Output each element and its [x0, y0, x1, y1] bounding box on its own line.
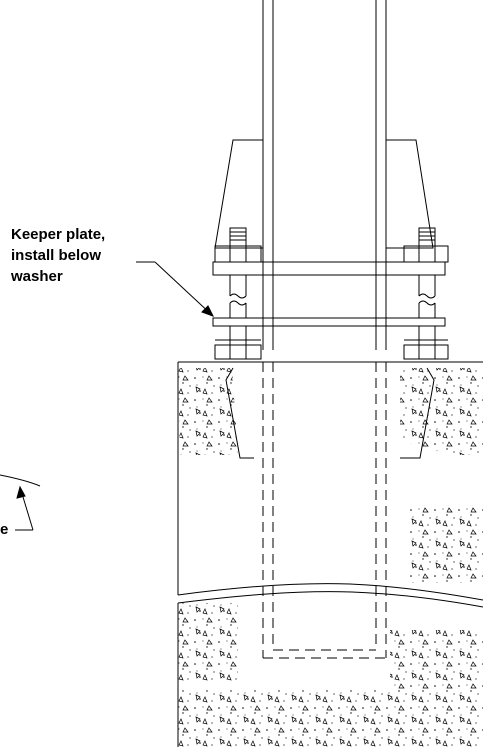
callout-line-2: install below	[11, 247, 102, 264]
gusset-plates	[214, 139, 434, 249]
anchor-bolt-left	[214, 227, 262, 459]
partial-callout-text: e	[0, 521, 9, 538]
top-base-plate	[212, 261, 446, 276]
partial-callout: e	[0, 519, 8, 540]
steel-column	[262, 0, 387, 350]
keeper-plate-callout: Keeper plate, install below washer	[11, 224, 105, 287]
callout-line-3: washer	[11, 268, 63, 285]
concrete-foundation	[177, 361, 483, 747]
anchor-bolt-right	[400, 227, 449, 459]
callout-line-1: Keeper plate,	[11, 226, 106, 243]
keeper-plate-leader	[136, 261, 215, 317]
keeper-plate	[212, 317, 446, 327]
embedded-column-hidden	[262, 362, 387, 659]
concrete-hatching	[178, 368, 483, 747]
partial-leader	[0, 474, 41, 531]
